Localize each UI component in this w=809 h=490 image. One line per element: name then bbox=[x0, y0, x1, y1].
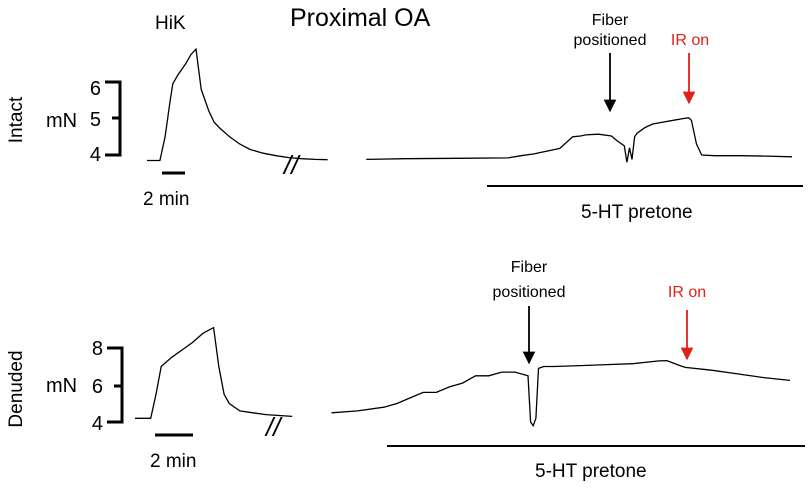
y-scale-bar-intact bbox=[105, 80, 122, 157]
treatment-label-denuded: 5-HT pretone bbox=[535, 461, 647, 482]
annotation-fiber-denuded-line2: positioned bbox=[493, 284, 566, 301]
figure-title: Proximal OA bbox=[290, 4, 431, 32]
annotation-fiber-intact-line2: positioned bbox=[574, 32, 647, 49]
y-tick-intact-4: 4 bbox=[90, 144, 101, 166]
y-unit-denuded: mN bbox=[46, 375, 77, 397]
y-scale-bar-denuded bbox=[107, 346, 124, 424]
time-scale-label-intact: 2 min bbox=[143, 189, 189, 210]
trace-intact-hik bbox=[147, 47, 328, 162]
annotation-fiber-denuded-line1: Fiber bbox=[511, 259, 548, 276]
treatment-label-intact: 5-HT pretone bbox=[581, 202, 693, 223]
y-tick-intact-5: 5 bbox=[90, 109, 101, 131]
trace-denuded-hik bbox=[135, 326, 293, 419]
annotation-ir-on-denuded: IR on bbox=[668, 284, 706, 301]
annotation-fiber-intact-line1: Fiber bbox=[592, 12, 629, 29]
y-tick-denuded-4: 4 bbox=[92, 413, 103, 435]
panel-intact: Intact HiK 6 5 4 mN 2 min // 5-HT preton… bbox=[6, 12, 803, 223]
hik-label: HiK bbox=[155, 13, 186, 34]
panel-denuded: Denuded 8 6 4 mN 2 min // 5-HT pretone F… bbox=[6, 259, 805, 482]
y-tick-denuded-8: 8 bbox=[92, 338, 103, 360]
time-scale-label-denuded: 2 min bbox=[150, 451, 196, 472]
y-tick-denuded-6: 6 bbox=[92, 376, 103, 398]
row-label-denuded: Denuded bbox=[6, 350, 27, 427]
y-tick-intact-6: 6 bbox=[90, 78, 101, 100]
break-mark-intact: // bbox=[282, 150, 301, 180]
trace-intact-pretone bbox=[366, 117, 793, 163]
trace-denuded-pretone bbox=[331, 359, 791, 428]
row-label-intact: Intact bbox=[6, 96, 27, 143]
break-mark-denuded: // bbox=[264, 412, 283, 442]
annotation-ir-on-intact: IR on bbox=[671, 32, 709, 49]
y-unit-intact: mN bbox=[46, 110, 77, 132]
